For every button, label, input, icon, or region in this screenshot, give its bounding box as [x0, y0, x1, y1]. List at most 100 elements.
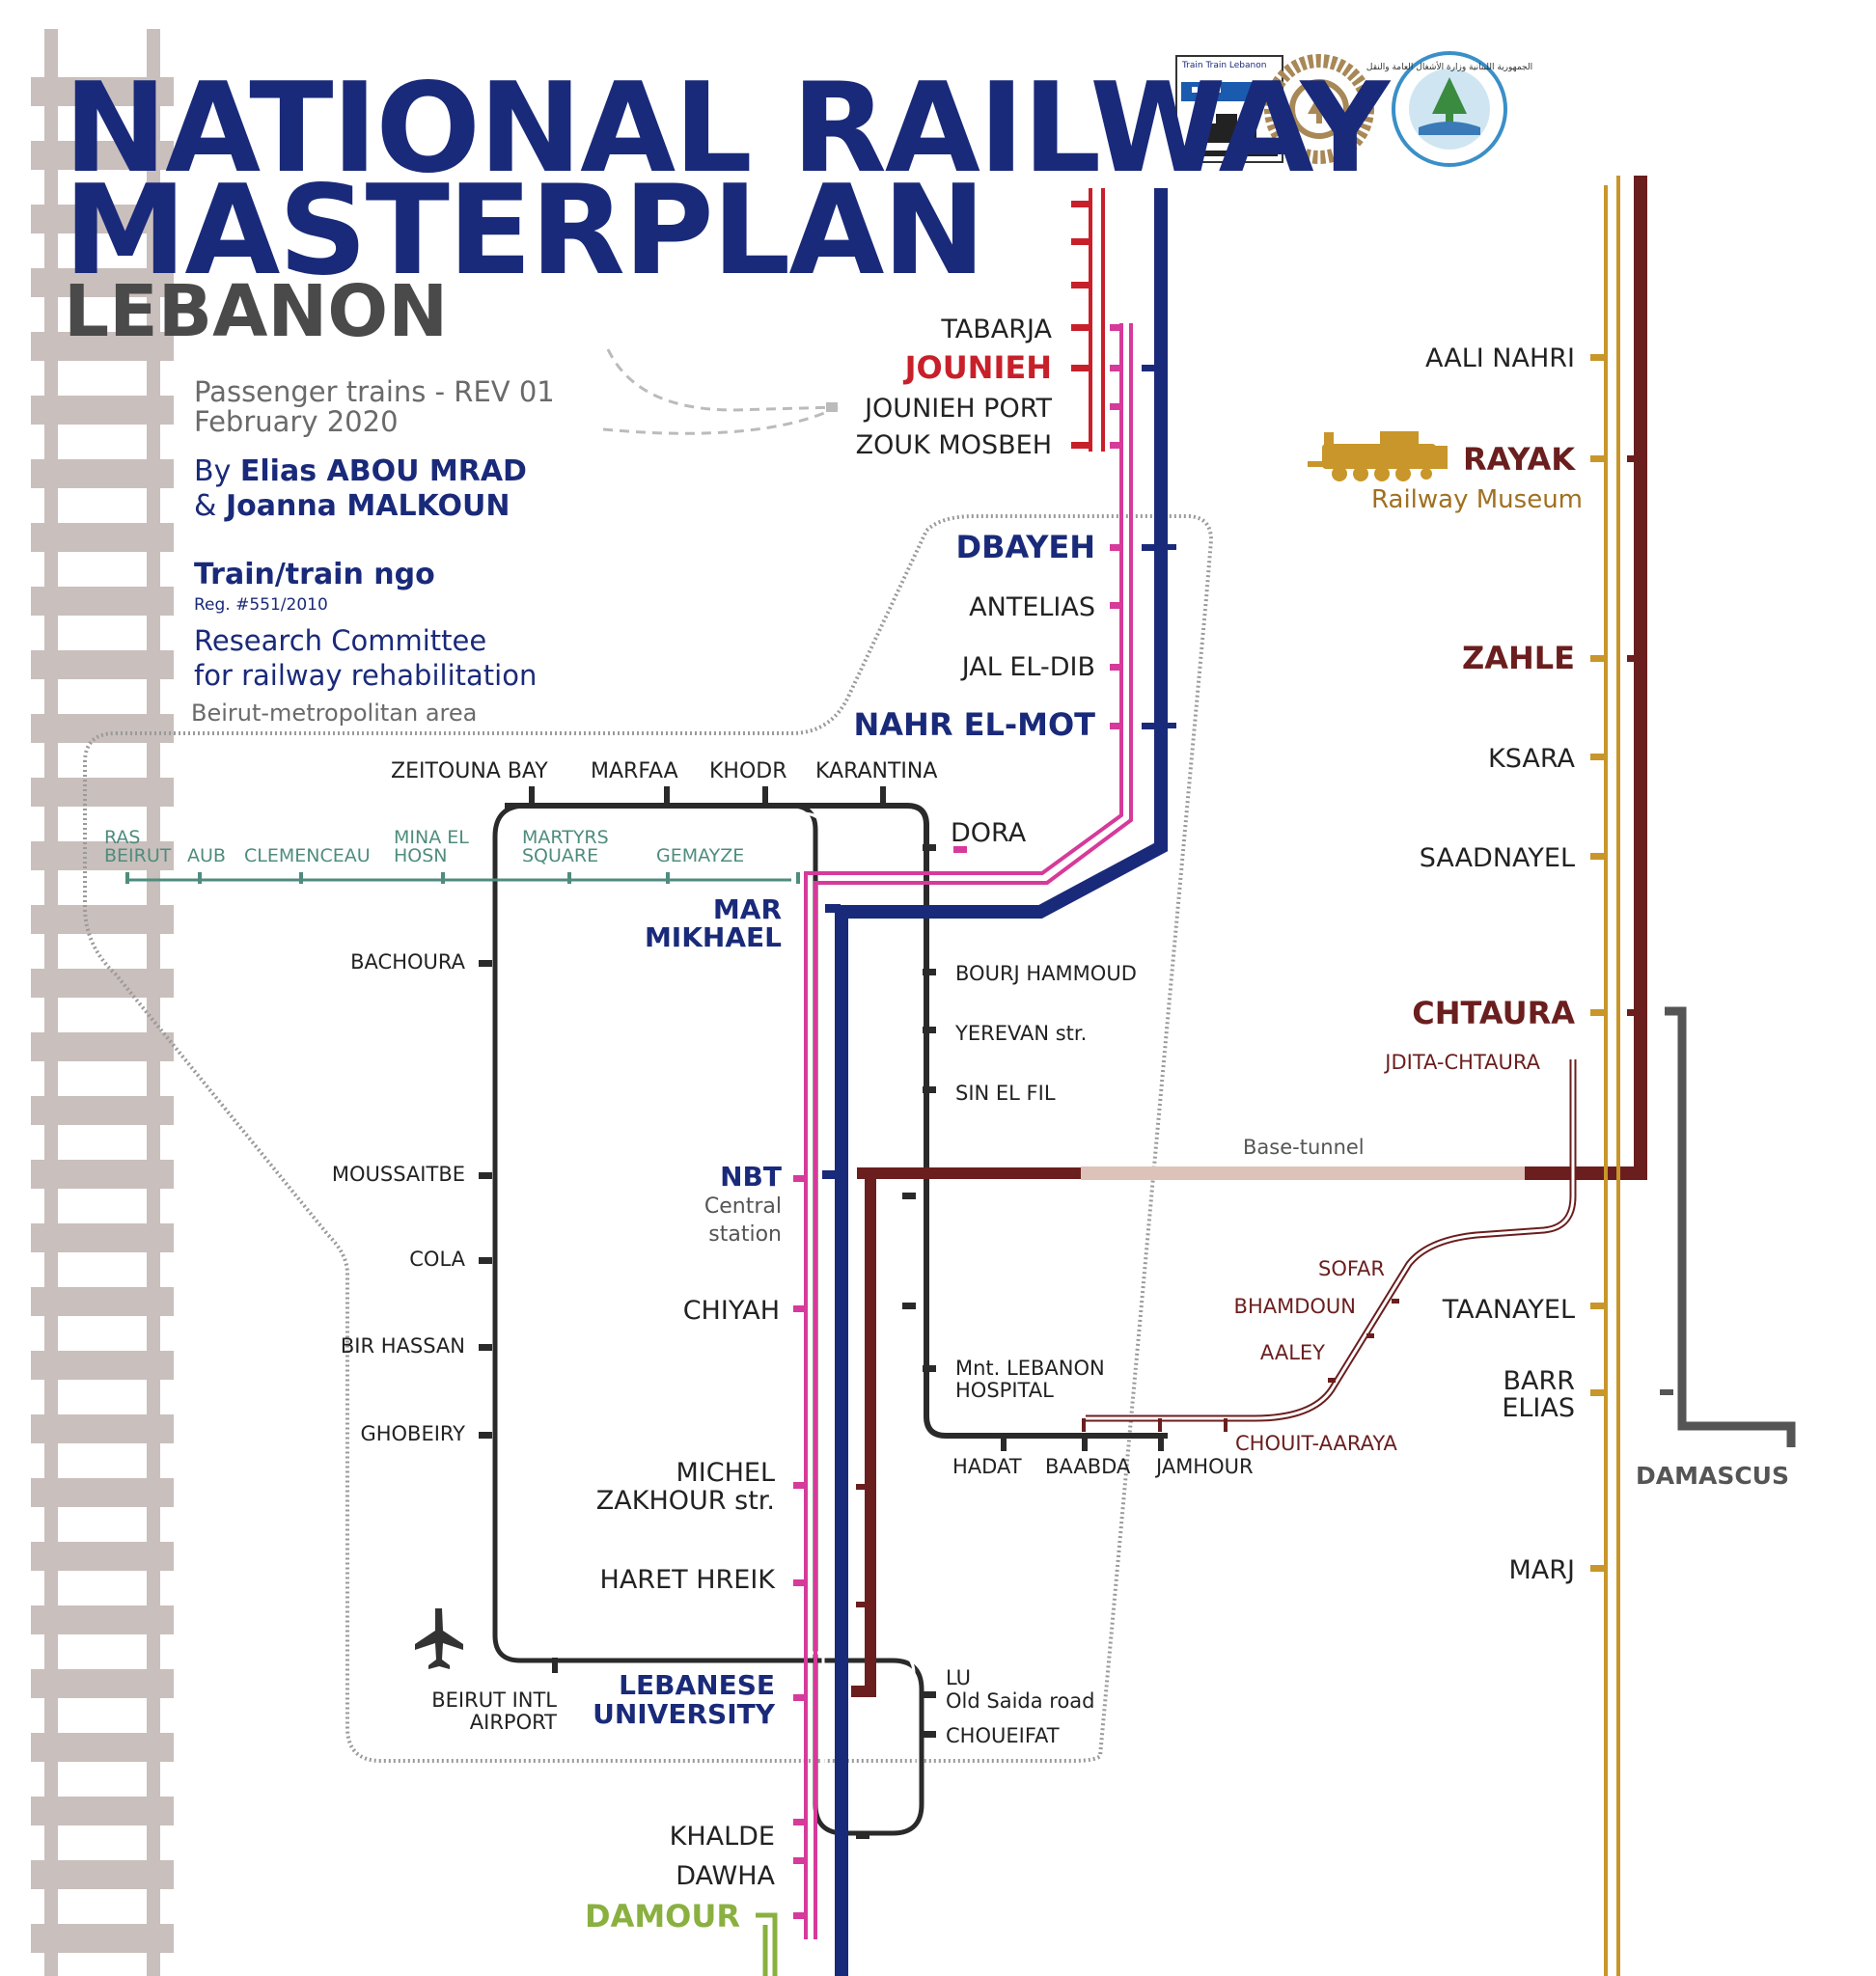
station-label: HADAT [952, 1455, 1022, 1478]
metro-west-line-inner [501, 811, 916, 1827]
station-label: LEBANESE [619, 1669, 775, 1701]
maroon-line-west [851, 1167, 1081, 1697]
station-label: MARFAA [591, 759, 678, 783]
station-tick [923, 1731, 936, 1738]
navy-main-line [835, 188, 1168, 1976]
station-tick [1001, 1436, 1007, 1451]
station-label: ANTELIAS [969, 592, 1095, 622]
station-tick [666, 872, 670, 884]
station-label: MIKHAEL [645, 921, 782, 953]
station-label: GHOBEIRY [360, 1422, 465, 1445]
station-tick [299, 872, 303, 884]
station-tick [953, 846, 967, 853]
station-label: AALEY [1260, 1341, 1325, 1364]
station-label: Old Saida road [946, 1689, 1095, 1713]
station-tick [1071, 238, 1089, 245]
train-train-logo-text: Train Train Lebanon [1181, 61, 1266, 70]
locomotive-icon [1308, 431, 1448, 481]
track-decoration [31, 29, 174, 1976]
station-label: BARR [1503, 1366, 1575, 1396]
station-tick [664, 786, 670, 806]
station-label: MARJ [1509, 1555, 1576, 1585]
committee-line-2: for railway rehabilitation [194, 659, 538, 692]
station-label: AALI NAHRI [1425, 343, 1575, 373]
station-tick [856, 1602, 869, 1607]
ministry-logo-text: الجمهورية اللبنانية وزارة الأشغال العامة… [1366, 61, 1532, 72]
station-label: GEMAYZE [656, 845, 744, 866]
station-label: station [708, 1222, 782, 1247]
damour-line [756, 1912, 778, 1976]
station-tick [1158, 1418, 1162, 1432]
station-label: JDITA-CHTAURA [1383, 1051, 1540, 1074]
station-tick [198, 872, 202, 884]
date: February 2020 [194, 405, 399, 438]
station-tick [793, 1482, 807, 1489]
station-label: YEREVAN str. [954, 1022, 1087, 1045]
station-tick [479, 1257, 492, 1264]
damascus-line [1665, 1006, 1796, 1447]
station-tick [1660, 1389, 1673, 1395]
station-tick [923, 1365, 936, 1372]
station-label: COLA [409, 1248, 465, 1271]
station-tick [1163, 723, 1176, 728]
maroon-line [1525, 176, 1647, 1180]
station-tick [1366, 1333, 1374, 1338]
station-tick [902, 1303, 916, 1309]
station-label: BOURJ HAMMOUD [955, 962, 1137, 985]
station-tick [923, 1027, 936, 1033]
station-ticks [125, 201, 1673, 1919]
magenta-line-a [804, 323, 1123, 1939]
amp: & [194, 489, 217, 523]
station-tick [1158, 1436, 1164, 1451]
station-label: ZEITOUNA BAY [391, 759, 548, 783]
title-line-3: LEBANON [64, 270, 449, 353]
station-tick [1110, 442, 1123, 449]
station-label: JAMHOUR [1154, 1455, 1254, 1478]
station-label: SAADNAYEL [1420, 843, 1575, 873]
station-tick [1071, 324, 1089, 331]
station-tick [1590, 853, 1604, 860]
station-label: ELIAS [1502, 1393, 1575, 1423]
station-tick [1627, 455, 1641, 462]
dashed-curve-end [826, 402, 838, 412]
station-label: MINA EL [394, 827, 469, 848]
station-tick [880, 786, 886, 806]
station-label: DBAYEH [956, 529, 1095, 565]
station-tick [125, 872, 129, 884]
station-label: MOUSSAITBE [332, 1163, 465, 1186]
station-tick [529, 786, 535, 806]
mountain-line [1086, 1059, 1577, 1422]
station-tick [1110, 324, 1123, 331]
station-tick [479, 1432, 492, 1439]
station-tick [441, 872, 445, 884]
station-label: ZAHLE [1462, 640, 1575, 676]
dashed-curve-upper [606, 348, 839, 412]
station-tick [793, 1694, 807, 1701]
airplane-icon [415, 1608, 463, 1669]
station-tick [825, 904, 841, 913]
station-tick [1110, 723, 1123, 729]
station-tick [1071, 201, 1089, 207]
station-label: CHTAURA [1412, 995, 1575, 1031]
station-label: KARANTINA [815, 759, 937, 783]
station-tick [923, 1691, 936, 1698]
station-tick [1392, 1299, 1399, 1304]
station-tick [1082, 1436, 1088, 1451]
station-tick [762, 786, 768, 806]
station-label: DORA [951, 818, 1027, 848]
station-label: BEIRUT INTL [431, 1688, 557, 1712]
station-label: TABARJA [940, 315, 1052, 344]
ministry-logo: الجمهورية اللبنانية وزارة الأشغال العامة… [1366, 51, 1532, 167]
station-tick [479, 1344, 492, 1351]
station-tick [1590, 1009, 1604, 1016]
magenta-line-b [814, 323, 1133, 1939]
cedar-seal-logo [1264, 54, 1374, 164]
station-tick [1590, 354, 1604, 361]
station-tick [1224, 1418, 1228, 1432]
dashed-curve-lower [602, 405, 839, 435]
station-tick [1110, 664, 1123, 671]
station-tick [793, 1912, 807, 1919]
station-tick [567, 872, 571, 884]
station-tick [1071, 442, 1089, 449]
